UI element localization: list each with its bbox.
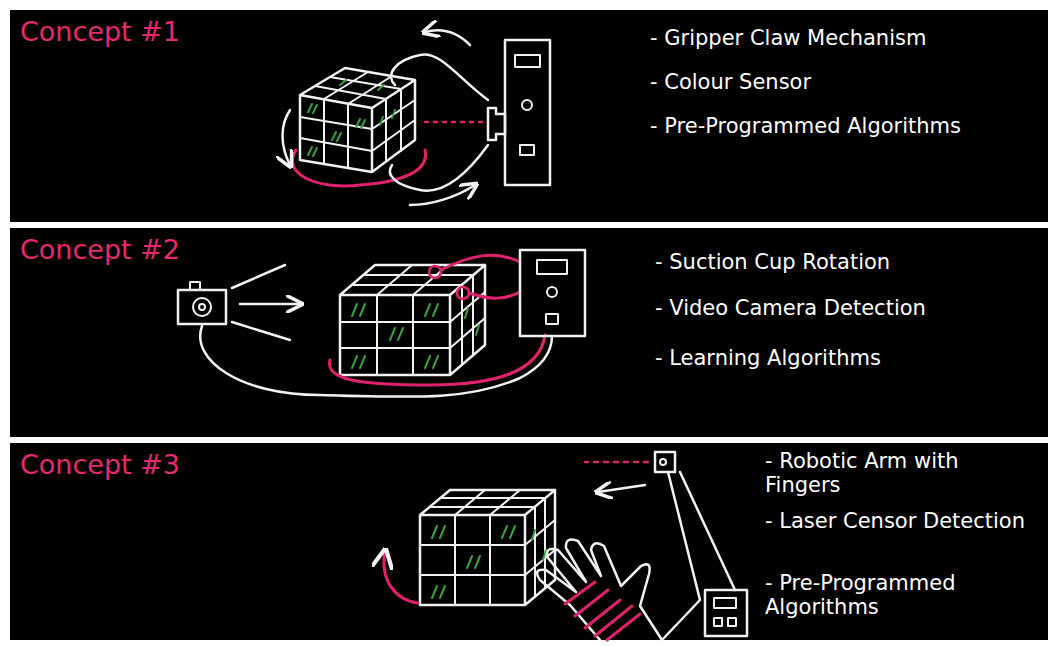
feature-bullet: - Video Camera Detection [655, 296, 1045, 320]
feature-bullet: - Colour Sensor [650, 70, 1045, 94]
feature-bullet: - Laser Censor Detection [765, 509, 1033, 533]
concept-panel: Concept #3 - Robotic Arm with Fingers - La… [10, 443, 1048, 640]
concept-title: Concept #3 [20, 449, 180, 481]
concept-panel: Concept #2 - Suction Cup Rotation - Video … [10, 228, 1048, 437]
feature-bullet: - Pre-Programmed Algorithms [765, 571, 1033, 619]
feature-bullet: - Gripper Claw Mechanism [650, 26, 1045, 50]
feature-bullet: - Suction Cup Rotation [655, 250, 1045, 274]
concept-title: Concept #2 [20, 234, 180, 266]
concept-panel: Concept #1 - Gripper Claw Mechanism - Colo… [10, 10, 1048, 222]
feature-bullet: - Robotic Arm with Fingers [765, 449, 1033, 497]
concept-title: Concept #1 [20, 16, 180, 48]
feature-bullet: - Pre-Programmed Algorithms [650, 114, 1045, 138]
feature-bullet: - Learning Algorithms [655, 346, 1045, 370]
